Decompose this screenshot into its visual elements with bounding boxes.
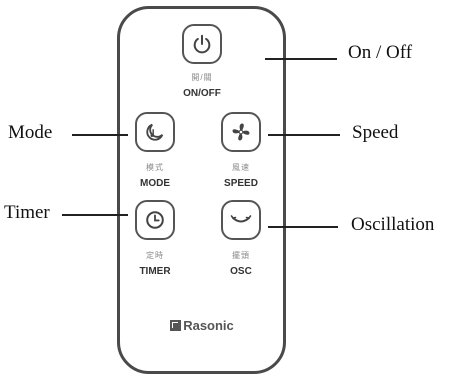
timer-button[interactable] — [135, 200, 175, 240]
power-label-en: ON/OFF — [183, 88, 221, 99]
mode-label-cn: 模式 — [146, 163, 164, 172]
callout-line-oscillation — [268, 226, 338, 228]
speed-label-cn: 風速 — [232, 163, 250, 172]
callout-mode: Mode — [8, 122, 53, 143]
callout-line-timer — [62, 214, 128, 216]
mode-label-en: MODE — [140, 178, 170, 189]
osc-label-cn: 擺頭 — [232, 251, 250, 260]
callout-oscillation: Oscillation — [351, 214, 435, 235]
moon-mode-icon — [146, 123, 164, 141]
oscillation-arc-icon — [230, 215, 252, 223]
callout-line-on-off — [265, 58, 337, 60]
brand-logo: Rasonic — [157, 318, 247, 333]
speed-label-en: SPEED — [224, 178, 258, 189]
mode-button[interactable] — [135, 112, 175, 152]
power-icon — [193, 34, 211, 54]
callout-speed: Speed — [352, 122, 399, 143]
oscillation-button[interactable] — [221, 200, 261, 240]
callout-on-off: On / Off — [348, 42, 413, 63]
brand-name: Rasonic — [183, 318, 234, 333]
callout-timer: Timer — [4, 202, 50, 223]
clock-icon — [146, 211, 164, 229]
timer-label-en: TIMER — [139, 266, 171, 277]
brand-mark-icon — [170, 320, 182, 331]
power-button[interactable] — [182, 24, 222, 64]
timer-label-cn: 定時 — [146, 251, 164, 260]
remote-control-body — [117, 6, 286, 374]
callout-line-speed — [268, 134, 340, 136]
callout-line-mode — [72, 134, 128, 136]
fan-icon — [232, 123, 250, 141]
osc-label-en: OSC — [230, 266, 252, 277]
power-label-cn: 開/關 — [191, 73, 213, 82]
speed-button[interactable] — [221, 112, 261, 152]
